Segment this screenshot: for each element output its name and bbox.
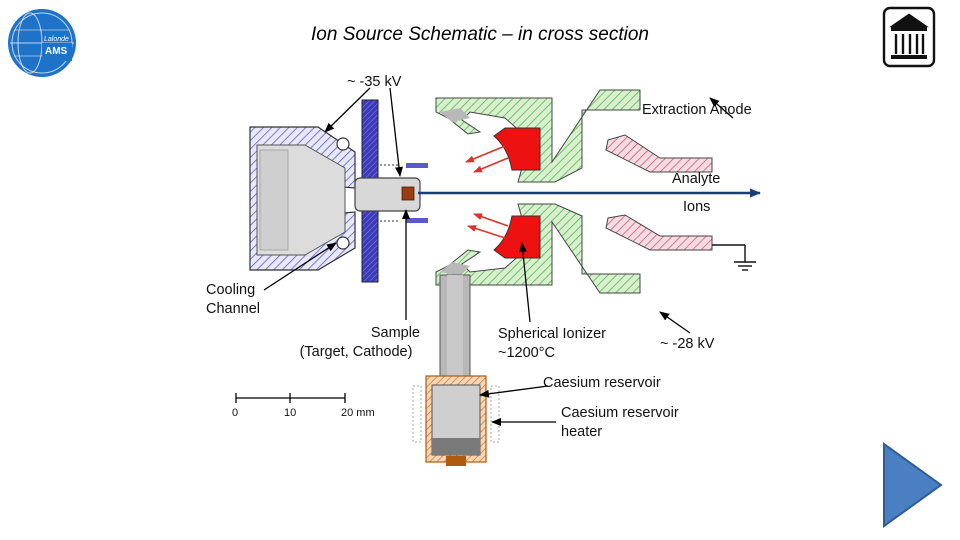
ionizer-label-line2: ~1200°C (498, 345, 555, 361)
sample-label-line1: Sample (370, 325, 420, 341)
globe-logo-icon (8, 9, 76, 77)
caesium-feed-tube (439, 274, 471, 384)
ions-label: Ions (683, 199, 711, 215)
analyte-label: Analyte (672, 171, 721, 187)
scale-tick-20mm: 20 mm (341, 407, 375, 419)
extraction-anode-label: Extraction Anode (642, 102, 752, 118)
voltage-top-label: ~ -35 kV (347, 74, 402, 90)
ground-icon (712, 244, 756, 271)
reservoir-heater-label: Caesium reservoir heater (561, 404, 679, 442)
heater-label-line1: Caesium reservoir (561, 405, 679, 421)
caesium-reservoir (412, 375, 500, 466)
cooling-channel-label: Cooling Channel (206, 281, 260, 319)
sample-label: Sample (Target, Cathode) (292, 324, 420, 362)
ionizer-housing (435, 89, 641, 294)
spherical-ionizer (465, 127, 541, 259)
page-title: Ion Source Schematic – in cross section (311, 24, 649, 45)
caesium-reservoir-label: Caesium reservoir (543, 375, 661, 391)
ionizer-label-line1: Spherical Ionizer (498, 326, 606, 342)
extraction-anode (605, 134, 713, 251)
cooling-label-line1: Cooling (206, 282, 256, 298)
logo-text-line2: AMS (45, 46, 68, 57)
play-next-icon[interactable] (883, 442, 943, 528)
logo-text-line1: Lalonde (44, 36, 69, 43)
university-building-icon (882, 6, 936, 68)
cathode-housing (249, 99, 428, 283)
scale-bar (235, 393, 346, 403)
ionizer-label: Spherical Ionizer ~1200°C (498, 325, 606, 363)
scale-tick-10: 10 (284, 407, 297, 419)
sample-label-line2: (Target, Cathode) (299, 344, 413, 360)
cooling-label-line2: Channel (206, 301, 261, 317)
scale-tick-0: 0 (232, 407, 239, 419)
sample-cathode (354, 177, 421, 212)
heater-label-line2: heater (561, 424, 603, 440)
leader-lines (263, 87, 734, 426)
voltage-bottom-label: ~ -28 kV (660, 336, 715, 352)
